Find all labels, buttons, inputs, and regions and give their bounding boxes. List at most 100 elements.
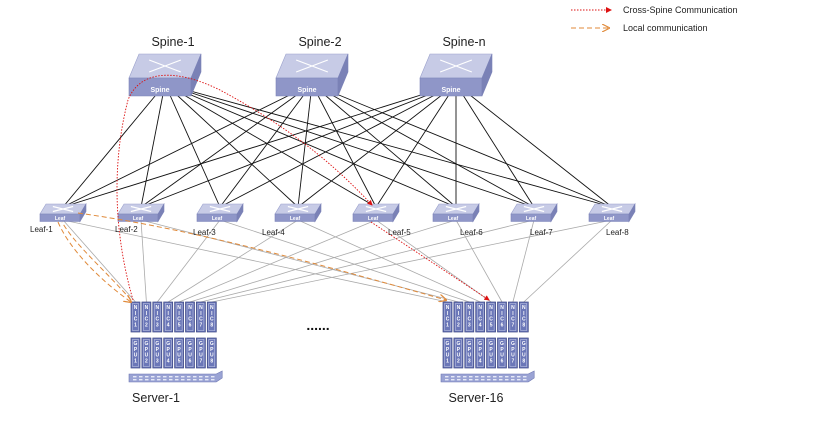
cross-spine-path-leaf-to-nic xyxy=(370,221,490,301)
svg-text:7: 7 xyxy=(200,358,203,364)
svg-text:5: 5 xyxy=(178,322,181,328)
svg-text:I: I xyxy=(512,311,514,317)
switch-device-text: Spine xyxy=(150,87,169,94)
leaf-nic-link xyxy=(297,219,481,303)
leaf-nic-link xyxy=(189,219,457,303)
svg-text:C: C xyxy=(155,317,159,323)
leaf-switch-icon: Leaf xyxy=(274,202,322,223)
spine-leaf-link xyxy=(297,83,457,208)
leaf-nic-link xyxy=(523,219,613,303)
leaf-label: Leaf-4 xyxy=(262,228,285,237)
svg-text:I: I xyxy=(447,311,449,317)
svg-text:U: U xyxy=(522,353,526,359)
svg-text:U: U xyxy=(511,353,515,359)
svg-text:C: C xyxy=(145,317,149,323)
svg-text:P: P xyxy=(210,347,214,353)
svg-text:I: I xyxy=(501,311,503,317)
svg-text:C: C xyxy=(188,317,192,323)
spine-leaf-link xyxy=(62,83,166,208)
svg-text:G: G xyxy=(522,341,526,347)
communication-paths xyxy=(57,74,490,302)
spine-label: Spine-1 xyxy=(151,35,194,49)
svg-text:1: 1 xyxy=(446,322,449,328)
svg-text:2: 2 xyxy=(145,322,148,328)
svg-text:G: G xyxy=(134,341,138,347)
svg-text:C: C xyxy=(511,317,515,323)
spine-leaf-link xyxy=(375,83,457,208)
legend-cross-spine-label: Cross-Spine Communication xyxy=(623,5,738,15)
leaf-label: Leaf-5 xyxy=(388,228,411,237)
svg-text:C: C xyxy=(199,317,203,323)
leaf-nic-link xyxy=(219,219,470,303)
spine-leaf-link xyxy=(311,83,457,208)
svg-text:G: G xyxy=(144,341,148,347)
svg-text:5: 5 xyxy=(490,322,493,328)
spine-leaf-link xyxy=(164,83,613,208)
leaf-label: Leaf-2 xyxy=(115,225,138,234)
leaf-nic-link xyxy=(167,219,299,303)
svg-text:C: C xyxy=(467,317,471,323)
switch-device-text: Leaf xyxy=(55,216,66,222)
switch-device-text: Leaf xyxy=(212,216,223,222)
spine-leaf-link xyxy=(219,83,313,208)
svg-text:6: 6 xyxy=(501,358,504,364)
svg-text:3: 3 xyxy=(468,358,471,364)
svg-text:I: I xyxy=(168,311,170,317)
leaf-nic-link xyxy=(62,219,136,303)
spine-leaf-link xyxy=(164,83,535,208)
svg-text:P: P xyxy=(446,347,450,353)
spine-leaf-link xyxy=(140,83,457,208)
svg-text:P: P xyxy=(511,347,515,353)
svg-text:C: C xyxy=(457,317,461,323)
svg-text:N: N xyxy=(166,305,170,311)
svg-text:U: U xyxy=(467,353,471,359)
leaf-switch-icon: Leaf xyxy=(588,202,636,223)
svg-text:P: P xyxy=(522,347,526,353)
leaf-label: Leaf-8 xyxy=(606,228,629,237)
leaf-nic-link xyxy=(211,219,613,303)
server-ellipsis: ...... xyxy=(306,317,329,333)
svg-text:U: U xyxy=(457,353,461,359)
leaf-switch-icon: Leaf xyxy=(196,202,244,223)
svg-text:G: G xyxy=(446,341,450,347)
leaf-switches: LeafLeaf-1LeafLeaf-2LeafLeaf-3LeafLeaf-4… xyxy=(30,202,636,237)
leaf-switch-icon: Leaf xyxy=(352,202,400,223)
leaf-switch-icon: Leaf xyxy=(510,202,558,223)
switch-device-text: Leaf xyxy=(448,216,459,222)
leaf-nic-link xyxy=(455,219,503,303)
svg-text:N: N xyxy=(511,305,515,311)
svg-text:U: U xyxy=(134,353,138,359)
svg-text:U: U xyxy=(145,353,149,359)
leaf-nic-link xyxy=(62,219,448,303)
leaf-label: Leaf-7 xyxy=(530,228,553,237)
svg-text:U: U xyxy=(500,353,504,359)
svg-text:G: G xyxy=(177,341,181,347)
leaf-nic-link xyxy=(178,219,377,303)
switch-device-text: Leaf xyxy=(290,216,301,222)
svg-text:P: P xyxy=(479,347,483,353)
server-label: Server-1 xyxy=(132,391,180,405)
switch-device-text: Leaf xyxy=(368,216,379,222)
svg-text:U: U xyxy=(188,353,192,359)
leaf-server-links xyxy=(62,219,613,303)
svg-text:2: 2 xyxy=(457,322,460,328)
cross-spine-path xyxy=(116,74,373,301)
spine-leaf-link xyxy=(297,83,313,208)
